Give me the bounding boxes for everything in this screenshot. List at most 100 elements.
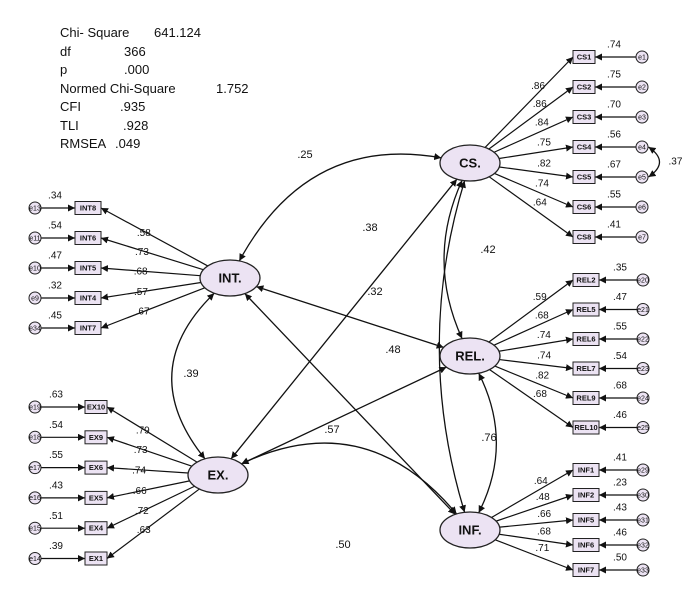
loading-arrow: [489, 369, 574, 428]
loading-value: .86: [533, 99, 547, 110]
loading-value: .74: [132, 465, 146, 476]
indicator-box: [572, 140, 596, 154]
indicator-label: REL2: [576, 275, 595, 284]
loading-arrow: [499, 517, 574, 528]
latent-variable-ellipse: [439, 511, 501, 549]
indicator-label: EX5: [89, 493, 103, 502]
indicator-label: EX10: [87, 402, 105, 411]
covariance-value: .42: [480, 244, 495, 256]
loading-arrow: [106, 485, 195, 529]
loading-arrow: [491, 469, 574, 518]
error-term-label: e13: [29, 205, 41, 212]
loading-value: .58: [137, 228, 151, 239]
indicator-label: CS5: [577, 172, 592, 181]
loading-arrow: [494, 172, 574, 208]
latent-variable-label: REL.: [455, 348, 485, 363]
error-term-circle: [636, 273, 650, 287]
error-term-circle: [635, 110, 649, 124]
loading-arrow: [100, 287, 206, 329]
loading-arrow: [488, 176, 574, 238]
indicator-box: [572, 538, 600, 552]
error-term-circle: [636, 538, 650, 552]
loading-arrow: [494, 539, 574, 571]
indicator-box: [84, 460, 108, 475]
fit-statistics: Chi- Square 641.124 df 366 p .000 Normed…: [60, 24, 249, 154]
loading-value: .64: [534, 476, 548, 487]
loading-value: .73: [135, 247, 149, 258]
loading-arrow: [100, 281, 202, 301]
covariance-value: .39: [183, 368, 198, 380]
error-term-label: e3: [638, 114, 646, 121]
error-covariance-arrow: [648, 146, 661, 178]
indicator-box: [572, 110, 596, 124]
indicator-box: [572, 50, 596, 64]
indicator-box: [572, 302, 600, 317]
loading-arrow: [106, 464, 189, 474]
indicator-box: [74, 231, 102, 245]
indicator-box: [84, 430, 108, 445]
error-term-label: e4: [638, 144, 646, 151]
indicator-label: REL7: [576, 364, 595, 373]
loading-arrow: [499, 166, 574, 180]
r-squared-value: .68: [613, 381, 627, 392]
r-squared-value: .54: [48, 221, 62, 232]
fit-stat-normed-chi-square: Normed Chi-Square 1.752: [60, 80, 249, 99]
indicator-label: CS1: [577, 52, 592, 61]
indicator-label: REL10: [574, 423, 597, 432]
indicator-box: [572, 230, 596, 244]
fit-stat-df: df 366: [60, 43, 249, 62]
loading-value: .57: [134, 287, 148, 298]
loading-value: .68: [134, 267, 148, 278]
covariance-arrow: [238, 153, 442, 262]
indicator-label: REL5: [576, 305, 595, 314]
error-term-label: e6: [638, 204, 646, 211]
loading-arrow: [100, 265, 201, 277]
indicator-label: REL9: [576, 393, 595, 402]
indicator-label: INT5: [80, 263, 96, 272]
r-squared-value: .41: [607, 220, 621, 231]
r-squared-value: .47: [48, 251, 62, 262]
fit-stat-label: Chi- Square: [60, 25, 130, 40]
error-term-circle: [635, 50, 649, 64]
indicator-label: CS6: [577, 202, 592, 211]
latent-variable-label: EX.: [208, 467, 229, 482]
error-term-circle: [28, 461, 42, 475]
fit-stat-label: Normed Chi-Square: [60, 80, 176, 96]
indicator-box: [572, 273, 600, 287]
fit-stat-value: 641.124: [154, 25, 201, 40]
error-term-label: e33: [637, 567, 649, 574]
indicator-label: INF2: [578, 490, 594, 499]
error-term-label: e34: [29, 325, 41, 332]
loading-value: .48: [536, 492, 550, 503]
error-term-circle: [635, 170, 649, 184]
fit-stat-cfi: CFI .935: [60, 98, 249, 117]
r-squared-value: .56: [607, 130, 621, 141]
loading-arrow: [493, 116, 574, 153]
indicator-box: [74, 201, 102, 215]
indicator-box: [84, 551, 108, 566]
fit-stat-label: CFI: [60, 99, 81, 114]
fit-stat-value: 1.752: [216, 80, 249, 96]
error-term-label: e14: [29, 556, 41, 563]
error-term-label: e24: [637, 395, 649, 402]
loading-arrow: [100, 236, 204, 271]
error-term-circle: [635, 200, 649, 214]
r-squared-value: .74: [607, 40, 621, 51]
loading-value: .64: [533, 198, 547, 209]
error-term-label: e32: [637, 542, 649, 549]
indicator-label: INT6: [80, 233, 96, 242]
error-term-circle: [28, 521, 42, 535]
indicator-label: INT7: [80, 323, 96, 332]
fit-stat-chi-square: Chi- Square 641.124: [60, 24, 249, 43]
fit-stat-label: TLI: [60, 117, 79, 133]
loading-value: .86: [531, 81, 545, 92]
fit-stat-value: .935: [120, 99, 146, 114]
latent-variable-ellipse: [187, 456, 249, 494]
loading-arrow: [499, 533, 574, 548]
loading-value: .82: [537, 159, 551, 170]
loading-arrow: [493, 308, 574, 346]
error-term-circle: [28, 201, 42, 215]
error-term-circle: [28, 430, 42, 444]
error-term-label: e17: [29, 465, 41, 472]
